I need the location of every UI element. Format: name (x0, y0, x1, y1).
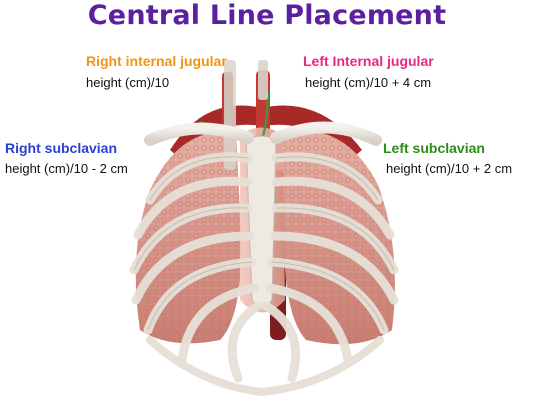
page-title: Central Line Placement (87, 0, 447, 31)
right-subclavian-label: Right subclavian (5, 140, 118, 156)
spine (224, 60, 236, 170)
aortic-arch (170, 105, 362, 160)
left-clavicle (270, 121, 382, 146)
right-subclavian-formula: height (cm)/10 - 2 cm (5, 161, 128, 176)
left-subclavian-label: Left subclavian (383, 140, 485, 156)
left-internal-jugular-formula: height (cm)/10 + 4 cm (305, 75, 432, 90)
left-subclavian-formula: height (cm)/10 + 2 cm (386, 161, 513, 176)
spine-upper (258, 60, 268, 100)
rib-outlines (133, 156, 395, 331)
costal-margin (146, 336, 384, 397)
right-internal-jugular-formula: height (cm)/10 (86, 75, 170, 90)
right-clavicle (144, 122, 254, 146)
right-internal-jugular-label: Right internal jugular (86, 53, 227, 69)
left-internal-jugular-label: Left Internal jugular (303, 53, 434, 69)
